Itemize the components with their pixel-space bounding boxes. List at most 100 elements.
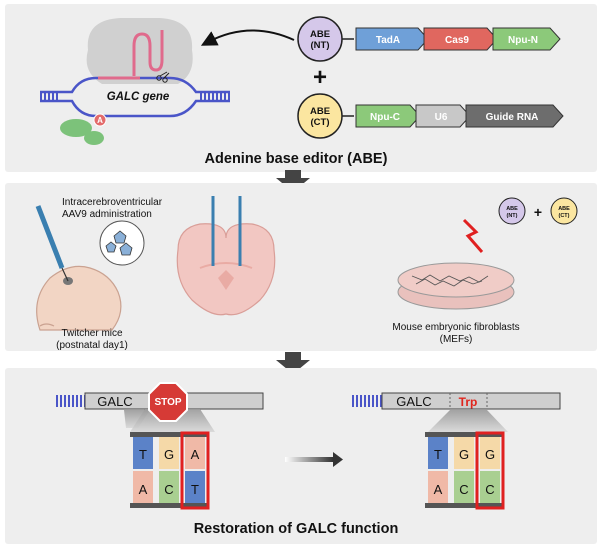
base-letter: A xyxy=(434,482,443,497)
codon-top-rail xyxy=(130,432,208,437)
base-letter: A xyxy=(191,447,200,462)
u6-arrow xyxy=(415,104,471,128)
base-tile-bottom xyxy=(480,471,500,503)
npu-c-label: Npu-C xyxy=(370,112,400,123)
deaminase-blob-1 xyxy=(60,119,92,137)
mouse-label-line2: (postnatal day1) xyxy=(56,340,128,351)
cas9-label: Cas9 xyxy=(445,35,469,46)
base-letter: C xyxy=(485,482,494,497)
guide-rna-label: Guide RNA xyxy=(486,112,539,123)
abe-nt-line2: (NT) xyxy=(311,40,330,51)
base-tile-bottom xyxy=(133,471,153,503)
nt-construct: TadA Cas9 Npu-N xyxy=(355,27,561,51)
injection-label-line2: AAV9 administration xyxy=(62,209,152,220)
abe-nt-line1: ABE xyxy=(310,29,330,40)
right-codon: T A G C G C xyxy=(425,431,505,510)
base-letter: G xyxy=(459,447,469,462)
scissors-icon xyxy=(156,71,170,83)
stop-sign-icon: STOP xyxy=(148,382,188,422)
dish-rim xyxy=(397,262,515,298)
base-letter: G xyxy=(164,447,174,462)
aav-particle-icon xyxy=(113,230,127,244)
highlight-box xyxy=(475,431,505,510)
base-letter: T xyxy=(434,447,442,462)
injection-label-line1: Intracerebroventricular xyxy=(62,197,163,208)
lightning-icon xyxy=(462,218,484,253)
ventricle-shape xyxy=(218,270,234,290)
small-abe-ct-line1: ABE xyxy=(558,206,570,212)
curved-arrow-icon xyxy=(200,29,295,46)
base-tile-bottom xyxy=(159,471,179,503)
base-tile-top xyxy=(428,437,448,469)
u6-label: U6 xyxy=(435,112,448,123)
base-tile-bottom xyxy=(185,471,205,503)
gene-label: GALC gene xyxy=(107,91,170,103)
aav-particle-icon xyxy=(105,241,117,253)
petri-dish xyxy=(397,218,515,310)
dna-bottom-strand xyxy=(40,99,230,118)
base-tile-top xyxy=(480,437,500,469)
panel1-title: Adenine base editor (ABE) xyxy=(205,151,388,167)
right-arrow-icon xyxy=(285,457,333,462)
base-tile-top xyxy=(133,437,153,469)
base-letter: C xyxy=(459,482,468,497)
mouse-paw xyxy=(39,323,55,327)
base-letter: C xyxy=(164,482,173,497)
small-abe-ct-line2: (CT) xyxy=(559,213,570,219)
down-arrow-icon xyxy=(276,352,310,374)
right-arrow-head xyxy=(333,452,343,467)
ventricle-line xyxy=(199,262,253,269)
right-galc-bar: GALC Trp xyxy=(352,392,561,432)
small-abe-nt-line1: ABE xyxy=(506,206,518,212)
npu-n-label: Npu-N xyxy=(508,35,538,46)
mouse-body xyxy=(36,265,122,331)
guide-rna-hairpin xyxy=(132,30,164,76)
cell-network xyxy=(411,274,489,283)
dna-left-end xyxy=(40,93,60,100)
abe-ct-circle: ABE (CT) xyxy=(297,93,343,139)
edit-base-label: A xyxy=(97,116,103,125)
base-tile-top xyxy=(454,437,474,469)
aav-particle-icon xyxy=(119,242,133,256)
left-gene-label: GALC xyxy=(97,394,132,409)
base-tile-bottom xyxy=(428,471,448,503)
stop-sign-label: STOP xyxy=(154,397,181,408)
abe-ct-line1: ABE xyxy=(310,106,330,117)
ct-construct: Npu-C U6 Guide RNA xyxy=(355,104,564,128)
right-gene-label: GALC xyxy=(396,394,431,409)
down-arrow-icon xyxy=(276,170,310,192)
codon-top-rail xyxy=(425,432,503,437)
right-zoom-taper xyxy=(428,410,508,432)
small-abe-nt-circle: ABE (NT) xyxy=(498,197,526,225)
small-abe-nt-line2: (NT) xyxy=(507,213,518,219)
small-plus-sign: + xyxy=(534,204,542,220)
plus-sign: + xyxy=(313,64,327,91)
abe-ct-line2: (CT) xyxy=(311,117,330,128)
trp-label: Trp xyxy=(459,395,478,409)
mouse-illustration xyxy=(35,205,145,331)
base-letter: T xyxy=(139,447,147,462)
tada-arrow xyxy=(355,27,429,51)
tada-label: TadA xyxy=(376,35,400,46)
npu-c-arrow xyxy=(355,104,421,128)
base-tile-top xyxy=(185,437,205,469)
highlight-box xyxy=(180,431,210,510)
codon-bottom-rail xyxy=(425,503,503,508)
dna-right-end xyxy=(200,93,230,100)
dna-cas9-cartoon: A GALC gene xyxy=(40,18,230,145)
base-letter: G xyxy=(485,447,495,462)
base-letter: A xyxy=(139,482,148,497)
needle-icon xyxy=(61,267,69,282)
guide-rna-arrow xyxy=(465,104,564,128)
abe-nt-circle: ABE (NT) xyxy=(297,16,343,62)
codon-bottom-rail xyxy=(130,503,208,508)
brain-section xyxy=(176,196,276,316)
cas9-arrow xyxy=(423,27,498,51)
cas9-protein xyxy=(86,18,193,84)
left-dna-ladder xyxy=(55,395,85,407)
mef-label-line2: (MEFs) xyxy=(440,334,473,345)
npu-n-arrow xyxy=(492,27,561,51)
left-galc-bar: GALC STOP xyxy=(55,382,264,432)
base-tile-bottom xyxy=(454,471,474,503)
